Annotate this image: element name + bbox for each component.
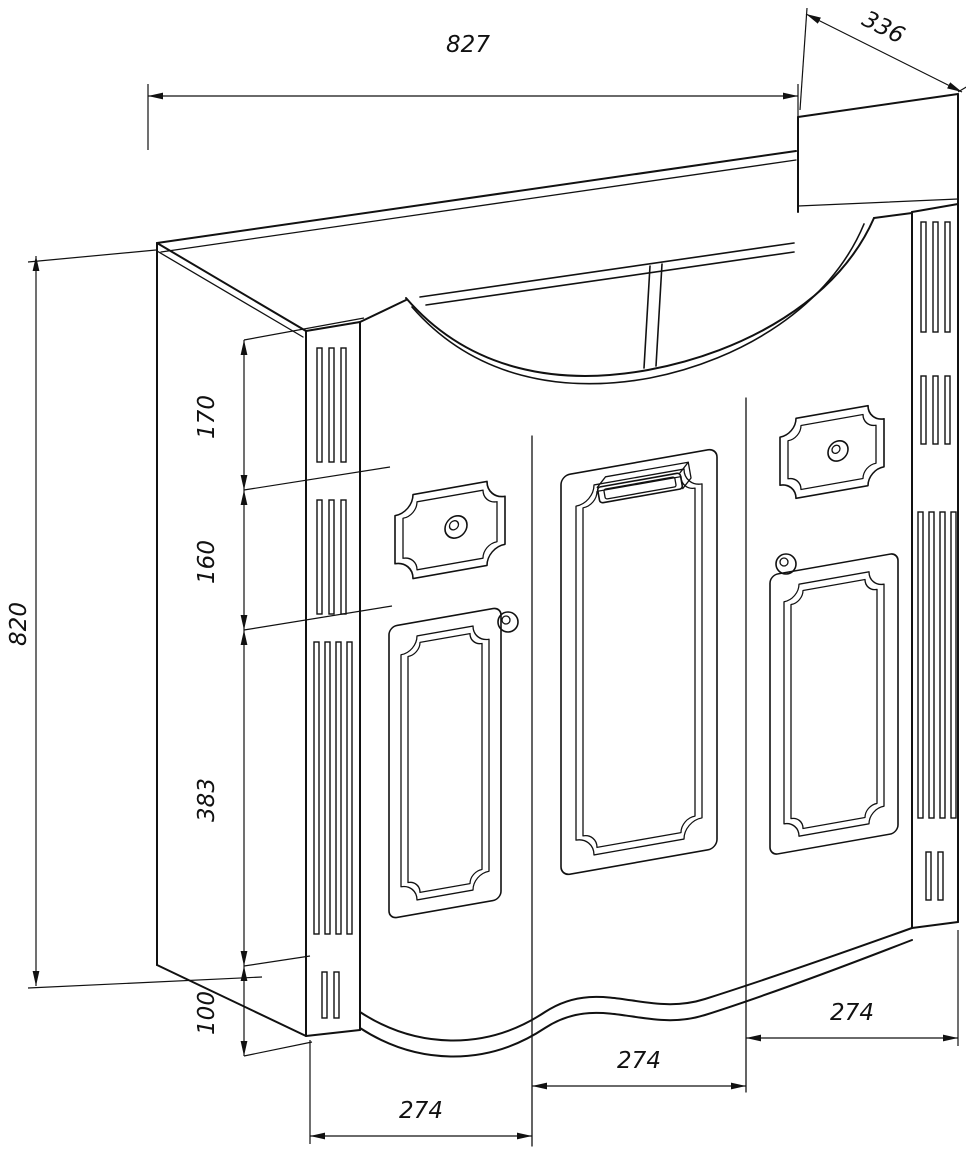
right-drawer-plaque — [779, 404, 885, 500]
apron-bottom-curve — [359, 939, 913, 1058]
dim-label-bottom-left: 274 — [399, 1098, 443, 1124]
cabinet-outline — [156, 93, 959, 1147]
countertop-back-edge-outer — [156, 150, 797, 244]
ext-line — [243, 955, 311, 967]
left-drawer-plaque — [394, 480, 506, 580]
left-drawer-knob — [444, 514, 468, 539]
right-drawer-knob — [827, 439, 849, 462]
backsplash-top-edge — [797, 93, 959, 118]
ext-line — [27, 249, 157, 263]
countertop-rail-outer — [419, 242, 795, 298]
left-pilaster-top-edge — [305, 321, 361, 332]
left-door-knob — [497, 611, 519, 633]
backsplash-bottom-edge — [797, 198, 959, 207]
middle-door-handle — [596, 461, 692, 504]
left-pilaster-flutes — [313, 347, 353, 1019]
dimension-bottom-widths: 274 274 274 — [309, 930, 959, 1144]
dim-label-bottom-middle: 274 — [617, 1048, 661, 1074]
bottom-apron — [359, 927, 913, 1058]
dim-label-depth: 336 — [858, 6, 909, 49]
dim-label-bottom-right: 274 — [830, 1000, 874, 1026]
ext-line — [243, 1041, 313, 1057]
left-pilaster-bottom-edge — [305, 1029, 361, 1037]
dim-label-seg-383: 383 — [194, 778, 220, 822]
left-door — [388, 607, 502, 919]
dimension-820: 820 — [6, 249, 263, 989]
front-top-left-join — [359, 299, 407, 323]
countertop-left-edge-inner — [156, 250, 304, 338]
ext-line — [243, 317, 365, 341]
dim-label-seg-100: 100 — [194, 991, 220, 1035]
middle-door — [560, 448, 718, 876]
left-door-knob-highlight — [501, 615, 511, 625]
right-door-knob — [775, 553, 797, 575]
sink-curve-inner — [411, 223, 865, 385]
dim-label-top-width: 827 — [446, 32, 490, 58]
ext-line — [243, 605, 393, 631]
front-top-right-join — [873, 212, 913, 219]
ext-line — [243, 466, 391, 491]
countertop-rail-inner — [425, 251, 795, 306]
sink-curve-outer — [405, 217, 875, 377]
side-panel-bottom-edge — [156, 964, 307, 1037]
dimension-336: 336 — [799, 6, 966, 111]
ext-line — [27, 976, 263, 989]
right-door — [769, 553, 899, 855]
right-door-knob-highlight — [779, 557, 789, 567]
dimension-827: 827 — [147, 32, 799, 150]
dimension-chain-vertical: 170 160 383 100 — [194, 317, 393, 1057]
sink-cutout — [405, 217, 875, 385]
right-pilaster-top-edge — [911, 203, 959, 213]
ext-line — [799, 7, 808, 111]
countertop-crossbar-left — [643, 265, 651, 369]
right-pilaster-bottom-edge — [911, 921, 959, 929]
apron-top-curve — [359, 927, 913, 1042]
dim-label-seg-170: 170 — [194, 395, 220, 439]
dim-label-seg-160: 160 — [194, 540, 220, 584]
dim-label-overall-height: 820 — [6, 602, 32, 646]
countertop-crossbar-right — [655, 263, 663, 367]
countertop-left-edge-outer — [156, 242, 307, 332]
right-pilaster-flutes — [917, 221, 957, 901]
countertop-back-edge-inner — [160, 159, 797, 253]
